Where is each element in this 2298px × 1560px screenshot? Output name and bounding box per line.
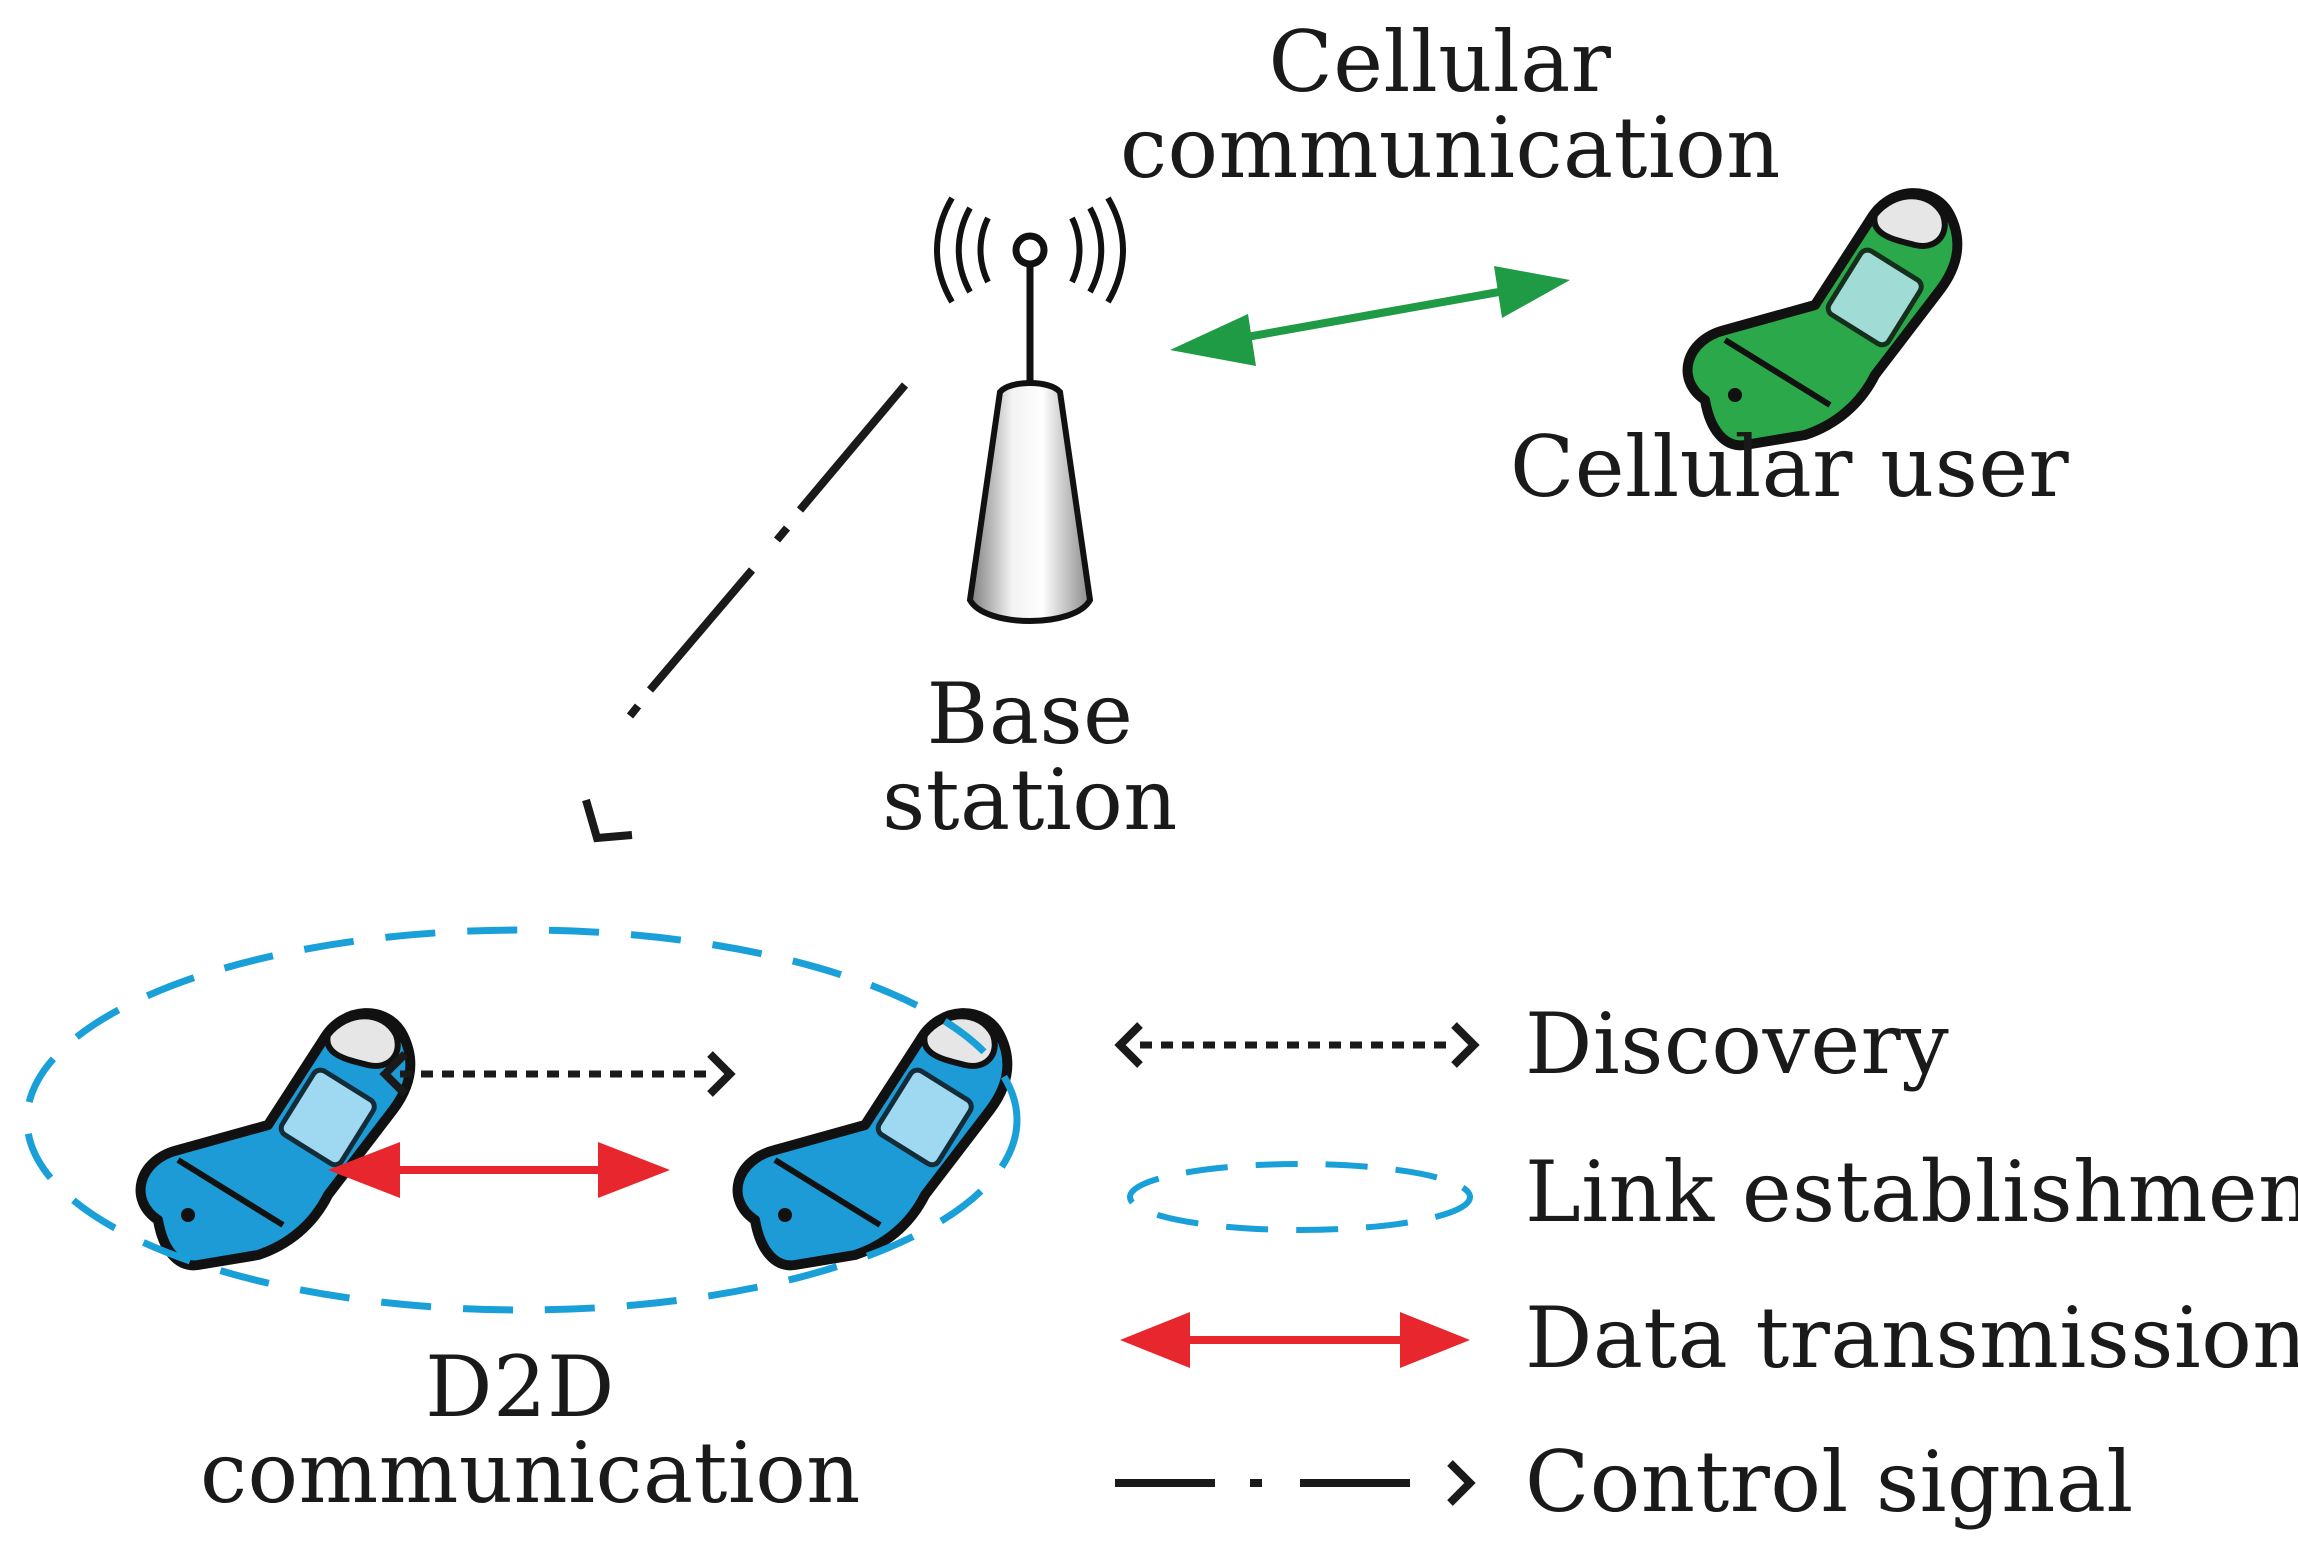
data-transmission-arrow (328, 1142, 670, 1198)
legend-data-transmission-label: Data transmission (1525, 1289, 2298, 1387)
legend-control-signal-label: Control signal (1525, 1433, 2134, 1531)
d2d-phone-right-icon (738, 1013, 1008, 1265)
legend-link-establishment-icon (1127, 1161, 1473, 1233)
antenna-signal-icon (934, 196, 1126, 304)
legend-data-transmission-icon (1120, 1312, 1470, 1368)
cellular-user-label: Cellular user (1510, 418, 2070, 516)
base-station-icon (966, 232, 1094, 624)
cellular-communication-label: Cellular communication (1120, 13, 1781, 197)
cellular-user-phone-icon (1688, 193, 1958, 445)
legend-link-establishment-label: Link establishment (1525, 1143, 2298, 1241)
legend-discovery-icon (1114, 1022, 1480, 1068)
discovery-arrow (379, 1051, 736, 1097)
base-station-label: Base station (882, 665, 1178, 849)
legend-control-signal-icon (1115, 1460, 1476, 1506)
link-establishment-ellipse (23, 926, 1021, 1314)
d2d-phone-left-icon (141, 1013, 411, 1265)
legend-discovery-label: Discovery (1525, 995, 1950, 1093)
d2d-communication-label: D2D communication (200, 1338, 861, 1522)
control-signal-arrow (582, 382, 909, 843)
cellular-link-arrow (1170, 266, 1570, 366)
